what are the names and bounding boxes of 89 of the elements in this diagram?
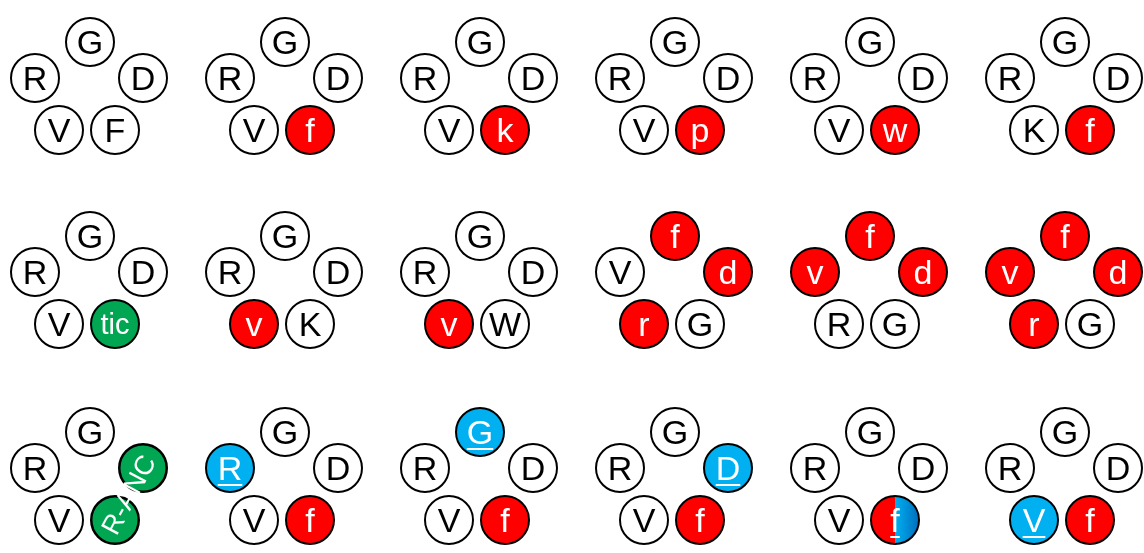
residue-circle: G: [650, 17, 700, 67]
residue-circle: R: [985, 53, 1035, 103]
residue-circle: f: [870, 495, 920, 545]
residue-circle: f: [845, 211, 895, 261]
residue-circle: d: [1093, 247, 1143, 297]
residue-circle: R: [595, 443, 645, 493]
residue-circle: D: [118, 53, 168, 103]
residue-circle: f: [285, 105, 335, 155]
residue-circle: D: [508, 443, 558, 493]
residue-circle: R: [790, 443, 840, 493]
residue-circle: v: [424, 299, 474, 349]
residue-circle: D: [1093, 443, 1143, 493]
residue-circle: f: [675, 495, 725, 545]
residue-circle: r: [1009, 299, 1059, 349]
residue-circle: V: [229, 105, 279, 155]
residue-circle: G: [65, 407, 115, 457]
residue-circle: V: [619, 495, 669, 545]
residue-circle: D: [508, 247, 558, 297]
residue-circle: G: [455, 407, 505, 457]
residue-circle: D: [313, 443, 363, 493]
residue-circle: G: [650, 407, 700, 457]
residue-circle: f: [480, 495, 530, 545]
residue-circle: R: [205, 247, 255, 297]
residue-circle: V: [595, 247, 645, 297]
residue-circle: f: [285, 495, 335, 545]
residue-circle: D: [703, 443, 753, 493]
residue-circle: f: [1040, 211, 1090, 261]
residue-circle: R: [10, 53, 60, 103]
residue-circle: G: [870, 299, 920, 349]
residue-circle: V: [619, 105, 669, 155]
residue-circle: V: [814, 105, 864, 155]
residue-circle: V: [424, 495, 474, 545]
residue-circle: D: [508, 53, 558, 103]
residue-circle: D: [898, 443, 948, 493]
residue-circle: D: [313, 53, 363, 103]
residue-circle: G: [260, 17, 310, 67]
residue-circle: R: [10, 247, 60, 297]
residue-circle: v: [985, 247, 1035, 297]
residue-circle: f: [1065, 105, 1115, 155]
residue-circle: V: [34, 495, 84, 545]
residue-circle: G: [845, 17, 895, 67]
residue-circle: V: [229, 495, 279, 545]
residue-circle: R: [205, 443, 255, 493]
residue-circle: V: [814, 495, 864, 545]
residue-circle: G: [455, 17, 505, 67]
residue-circle: G: [1065, 299, 1115, 349]
residue-circle: r: [619, 299, 669, 349]
residue-circle: tic: [90, 299, 140, 349]
residue-circle: K: [1009, 105, 1059, 155]
residue-circle: R: [814, 299, 864, 349]
residue-circle: w: [870, 105, 920, 155]
residue-circle: K: [285, 299, 335, 349]
residue-circle: R: [400, 247, 450, 297]
residue-circle: D: [118, 247, 168, 297]
residue-circle: R: [790, 53, 840, 103]
residue-circle: F: [90, 105, 140, 155]
residue-circle: W: [480, 299, 530, 349]
residue-circle: R: [10, 443, 60, 493]
residue-circle: k: [480, 105, 530, 155]
residue-circle: f: [1065, 495, 1115, 545]
residue-circle: G: [65, 17, 115, 67]
residue-circle: G: [260, 211, 310, 261]
residue-circle: R: [985, 443, 1035, 493]
residue-circle: G: [1040, 17, 1090, 67]
residue-circle: V: [424, 105, 474, 155]
residue-circle: v: [790, 247, 840, 297]
residue-circle: G: [1040, 407, 1090, 457]
residue-capsule: [90, 443, 168, 547]
residue-circle: R: [400, 443, 450, 493]
residue-circle: d: [703, 247, 753, 297]
residue-circle: D: [313, 247, 363, 297]
residue-circle: v: [229, 299, 279, 349]
residue-circle: R: [400, 53, 450, 103]
residue-circle: p: [675, 105, 725, 155]
residue-circle: f: [650, 211, 700, 261]
residue-circle: R: [595, 53, 645, 103]
residue-circle: D: [703, 53, 753, 103]
residue-circle: R: [205, 53, 255, 103]
residue-circle: G: [65, 211, 115, 261]
residue-circle: G: [675, 299, 725, 349]
residue-circle: V: [1009, 495, 1059, 545]
residue-circle: d: [898, 247, 948, 297]
residue-circle: D: [1093, 53, 1143, 103]
residue-circle: G: [455, 211, 505, 261]
residue-circle: G: [845, 407, 895, 457]
residue-circle: G: [260, 407, 310, 457]
residue-circle: V: [34, 299, 84, 349]
residue-circle: D: [898, 53, 948, 103]
residue-circle: V: [34, 105, 84, 155]
